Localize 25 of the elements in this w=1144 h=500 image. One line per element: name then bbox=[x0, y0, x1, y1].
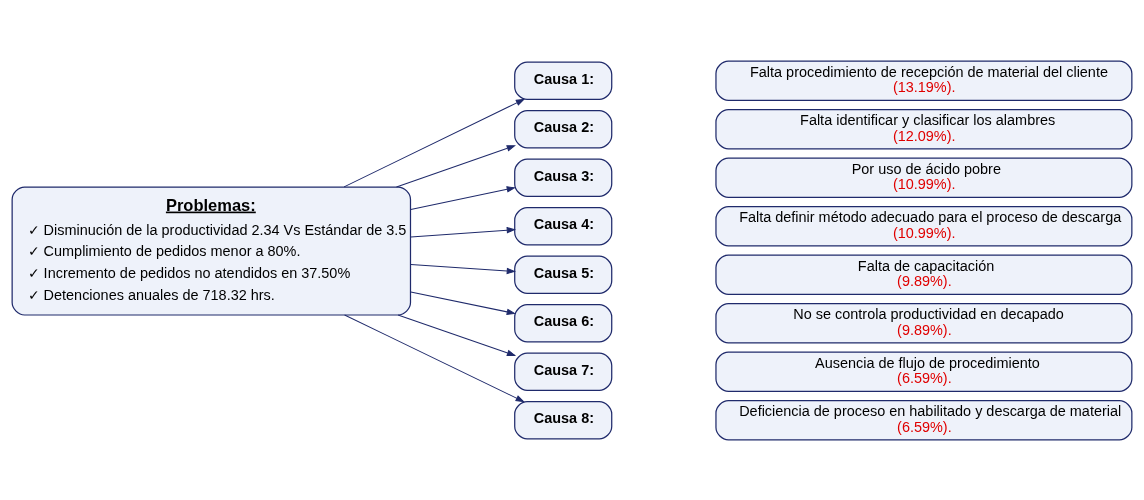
node-box: Problemas: ✓ Disminución de la productividad 2.34 Vs Estándar de 3.5 ✓ Cumplimiento de pedidos menor a 80%. ✓ Incremento de pedidos no atendidos en 37.50% ✓ Detenciones anuales de 718.32 hrs. bbox=[11, 185, 412, 316]
node-box: Causa 2: bbox=[514, 109, 613, 148]
node-box: Por uso de ácido pobre (10.99%). bbox=[715, 157, 1133, 198]
node-box: Causa 4: bbox=[514, 206, 613, 245]
node-box: No se controla productividad en decapado (9.89%). bbox=[715, 302, 1133, 343]
node-box: Deficiencia de proceso en habilitado y descarga de material (6.59%). bbox=[715, 399, 1133, 440]
node-box: Falta procedimiento de recepción de material del cliente (13.19%). bbox=[715, 60, 1133, 101]
arrow bbox=[410, 263, 516, 274]
node-box: Causa 6: bbox=[514, 303, 613, 342]
arrow bbox=[410, 290, 516, 315]
node-box: Causa 7: bbox=[514, 352, 613, 391]
node-box: Ausencia de flujo de procedimiento (6.59%). bbox=[715, 351, 1133, 392]
node-box: Causa 3: bbox=[514, 158, 613, 197]
arrow bbox=[397, 314, 517, 356]
node-box: Causa 5: bbox=[514, 255, 613, 294]
arrow bbox=[343, 98, 526, 187]
node-box: Falta identificar y clasificar los alambres (12.09%). bbox=[715, 108, 1133, 149]
node-box: Falta de capacitación (9.89%). bbox=[715, 254, 1133, 295]
node-box: Falta definir método adecuado para el proceso de descarga (10.99%). bbox=[715, 205, 1133, 246]
arrow bbox=[344, 314, 525, 402]
arrow bbox=[410, 185, 516, 210]
arrow bbox=[395, 144, 516, 187]
node-box: Causa 1: bbox=[514, 61, 613, 100]
arrow bbox=[410, 226, 516, 237]
node-box: Causa 8: bbox=[514, 400, 613, 439]
